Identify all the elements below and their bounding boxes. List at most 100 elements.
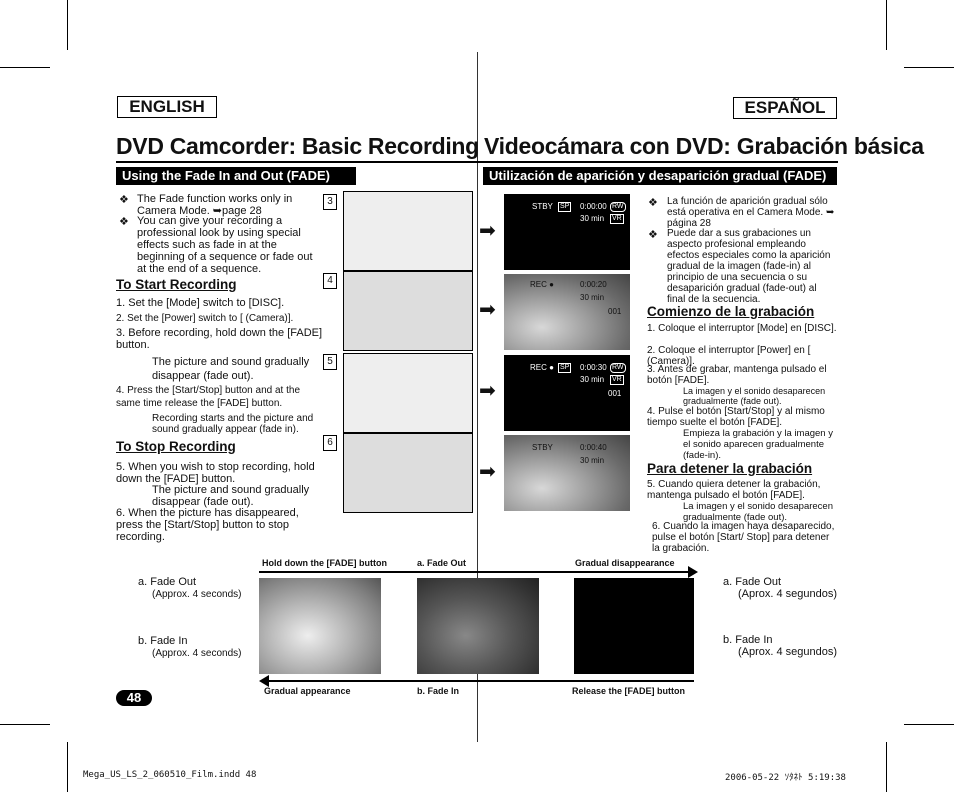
page-title-en: DVD Camcorder: Basic Recording — [116, 133, 479, 159]
en-start-heading: To Start Recording — [116, 277, 237, 292]
es-fade-in-duration: (Aprox. 4 segundos) — [738, 646, 838, 658]
crop-mark — [904, 724, 954, 725]
es-stop-heading: Para detener la grabación — [647, 461, 813, 476]
crop-mark — [0, 67, 50, 68]
bullet-icon: ❖ — [648, 229, 658, 241]
es-fade-out: a. Fade Out — [723, 576, 782, 588]
viewfinder-screen: REC ● SP 0:00:30 RW 30 min VR 001 — [504, 355, 630, 431]
dolphin-dim-image — [417, 578, 539, 674]
screen-status: STBY — [532, 443, 553, 452]
es-step-5-note: La imagen y el sonido desaparecen gradua… — [683, 501, 833, 523]
en-step-6: 6. When the picture has disappeared, pre… — [116, 507, 299, 543]
arrow-right-icon: ➡ — [479, 299, 496, 321]
en-fade-in: b. Fade In — [138, 635, 188, 647]
camcorder-buttons-illustration — [343, 353, 473, 433]
crop-mark — [886, 742, 887, 792]
screen-status: REC ● — [530, 280, 554, 289]
en-intro-1: The Fade function works only in Camera M… — [137, 193, 293, 217]
screen-time: 0:00:20 — [580, 280, 607, 289]
arrow-right-icon: ➡ — [479, 461, 496, 483]
screen-remain: 30 min — [580, 293, 605, 302]
crop-mark — [904, 67, 954, 68]
dolphin-full-image — [259, 578, 381, 674]
title-rule — [116, 161, 838, 163]
es-step-4-note: Empieza la grabación y la imagen y el so… — [683, 428, 833, 461]
screen-time: 0:00:40 — [580, 443, 607, 452]
footer-file-info: Mega_US_LS_2_060510_Film.indd 48 — [83, 770, 257, 780]
viewfinder-screen: STBY SP 0:00:00 RW 30 min VR — [504, 194, 630, 270]
rw-badge: RW — [610, 363, 626, 373]
en-step-3: 3. Before recording, hold down the [FADE… — [116, 327, 323, 351]
es-step-5: 5. Cuando quiera detener la grabación, m… — [647, 479, 821, 501]
en-step-5-note: The picture and sound gradually disappea… — [152, 484, 310, 508]
en-fade-out-duration: (Approx. 4 seconds) — [152, 589, 242, 600]
screen-counter: 001 — [608, 389, 622, 398]
step-number: 3 — [323, 194, 337, 210]
page-title-es: Videocámara con DVD: Grabación básica — [484, 133, 924, 159]
page-number: 48 — [116, 690, 152, 706]
es-step-6: 6. Cuando la imagen haya desaparecido, p… — [652, 521, 835, 554]
es-step-4: 4. Pulse el botón [Start/Stop] y al mism… — [647, 406, 825, 428]
timeline-arrow-back — [269, 680, 694, 682]
step-number: 5 — [323, 354, 337, 370]
timeline-label: Gradual appearance — [264, 686, 351, 696]
en-step-4-note: Recording starts and the picture and sou… — [152, 413, 314, 435]
step-number: 4 — [323, 273, 337, 289]
screen-remain: 30 min — [580, 456, 605, 465]
arrow-head-left-icon — [259, 675, 269, 687]
center-divider — [477, 52, 478, 742]
section-header-es: Utilización de aparición y desaparición … — [483, 167, 837, 185]
screen-time: 0:00:30 — [580, 363, 607, 372]
footer-timestamp: 2006-05-22 ｿﾀﾈﾄ 5:19:38 — [725, 773, 846, 783]
rw-badge: RW — [610, 202, 626, 212]
vr-badge: VR — [610, 214, 624, 224]
camcorder-buttons-illustration — [343, 191, 473, 271]
en-step-5: 5. When you wish to stop recording, hold… — [116, 461, 315, 485]
screen-time: 0:00:00 — [580, 202, 607, 211]
sp-badge: SP — [558, 363, 572, 373]
section-header-en: Using the Fade In and Out (FADE) — [116, 167, 356, 185]
bullet-icon: ❖ — [119, 216, 129, 228]
screen-remain: 30 min — [580, 214, 605, 223]
screen-remain: 30 min — [580, 375, 605, 384]
crop-mark — [67, 0, 68, 50]
crop-mark — [886, 0, 887, 50]
screen-status: STBY — [532, 202, 553, 211]
timeline-label: Gradual disappearance — [575, 558, 675, 568]
arrow-right-icon: ➡ — [479, 380, 496, 402]
en-step-3-note: The picture and sound gradually disappea… — [152, 356, 310, 382]
en-fade-in-duration: (Approx. 4 seconds) — [152, 648, 242, 659]
es-step-2: 2. Coloque el interruptor [Power] en [ (… — [647, 345, 811, 367]
arrow-head-right-icon — [688, 566, 698, 578]
screen-counter: 001 — [608, 307, 622, 316]
sp-badge: SP — [558, 202, 572, 212]
es-step-3-note: La imagen y el sonido desaparecen gradua… — [683, 386, 826, 406]
bullet-icon: ❖ — [119, 194, 129, 206]
timeline-label: Release the [FADE] button — [572, 686, 686, 696]
crop-mark — [0, 724, 50, 725]
es-step-1: 1. Coloque el interruptor [Mode] en [DIS… — [647, 323, 837, 334]
camcorder-side-illustration — [343, 433, 473, 513]
es-step-3: 3. Antes de grabar, mantenga pulsado el … — [647, 364, 827, 386]
en-intro-2: You can give your recording a profession… — [137, 215, 313, 275]
camcorder-side-illustration — [343, 271, 473, 351]
en-step-4: 4. Press the [Start/Stop] button and at … — [116, 385, 301, 409]
step-number: 6 — [323, 435, 337, 451]
es-intro-2: Puede dar a sus grabaciones un aspecto p… — [667, 228, 831, 305]
arrow-right-icon: ➡ — [479, 220, 496, 242]
es-intro-1: La función de aparición gradual sólo est… — [667, 196, 835, 229]
vr-badge: VR — [610, 375, 624, 385]
black-frame-image — [574, 578, 694, 674]
timeline-arrow-forward — [259, 571, 690, 573]
en-fade-out: a. Fade Out — [138, 576, 197, 588]
bullet-icon: ❖ — [648, 197, 658, 209]
en-step-2: 2. Set the [Power] switch to [ (Camera)]… — [116, 313, 294, 324]
crop-mark — [67, 742, 68, 792]
lang-label-english: ENGLISH — [117, 96, 217, 118]
dolphin-image: STBY 0:00:40 30 min — [504, 435, 630, 511]
screen-status: REC ● — [530, 363, 554, 372]
lang-label-espanol: ESPAÑOL — [733, 97, 837, 119]
es-fade-out-duration: (Aprox. 4 segundos) — [738, 588, 838, 600]
timeline-label: b. Fade In — [417, 686, 460, 696]
timeline-label: a. Fade Out — [417, 558, 467, 568]
